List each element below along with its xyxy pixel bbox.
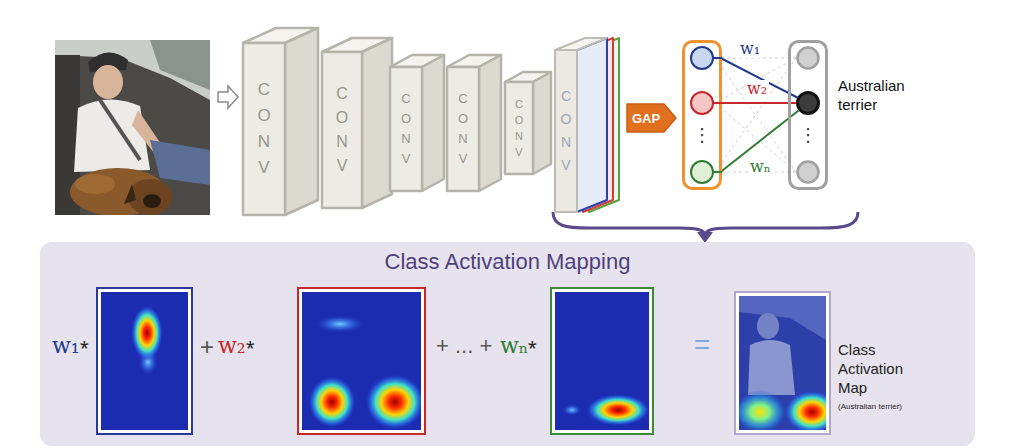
formula-label: (Australian terrier) bbox=[838, 402, 902, 412]
input-photo bbox=[55, 40, 210, 215]
heatmap-1 bbox=[97, 288, 192, 434]
layer-label: CONV bbox=[457, 89, 470, 169]
layer-label: CONV bbox=[256, 77, 273, 181]
conv-layer: CONV bbox=[243, 28, 318, 215]
gap-feature-vector: ⋮ bbox=[682, 40, 722, 190]
layer-label-box: CONV bbox=[243, 43, 285, 215]
weight-label-box: wₙ bbox=[748, 158, 773, 176]
weight-label: w₁ bbox=[738, 40, 762, 58]
layer-label-box: CONV bbox=[322, 52, 362, 208]
panel-title: Class Activation Mapping bbox=[40, 248, 975, 276]
formula-label-box: (Australian terrier) bbox=[838, 402, 902, 412]
formula-label: Class Activation Map bbox=[838, 340, 918, 397]
node-outline bbox=[390, 55, 444, 191]
formula-label-box: * bbox=[528, 336, 537, 362]
conv-layer: CONV bbox=[505, 72, 551, 174]
output-layer: ⋮ Australian terrier bbox=[788, 40, 828, 190]
class-label: Australian terrier bbox=[838, 76, 922, 114]
layer-label: CONV bbox=[334, 82, 350, 178]
formula-label-box: * bbox=[246, 336, 255, 362]
conv-layer: CONV bbox=[390, 55, 444, 191]
class-label-box: Australian terrier bbox=[838, 76, 922, 114]
weight-label-box: w₂ bbox=[745, 80, 769, 98]
formula-label-box: Class Activation Map bbox=[838, 340, 918, 397]
ellipsis: ⋮ bbox=[682, 124, 722, 146]
node-outline bbox=[447, 55, 501, 191]
heatmap-2 bbox=[298, 288, 425, 434]
weight-connection bbox=[721, 102, 797, 104]
input-arrow bbox=[218, 86, 238, 108]
ellipsis: ⋮ bbox=[788, 124, 828, 146]
formula-label: * bbox=[528, 336, 537, 362]
formula-label-box: * bbox=[80, 336, 89, 362]
heatmaps bbox=[97, 288, 840, 434]
formula-label-box: w₂ bbox=[218, 333, 246, 359]
formula-label-box: w₁ bbox=[52, 333, 80, 359]
formula-label: + bbox=[200, 333, 214, 362]
weight-label: wₙ bbox=[748, 158, 773, 176]
layer-label-box: CONV bbox=[390, 67, 422, 191]
bracket-arrow bbox=[553, 212, 858, 243]
formula-label-box: wₙ bbox=[500, 333, 528, 359]
formula-label: * bbox=[80, 336, 89, 362]
layer-label-box: CONV bbox=[555, 50, 577, 212]
node-outline bbox=[788, 40, 828, 190]
gap-arrow: GAP bbox=[627, 103, 677, 133]
panel-title-box: Class Activation Mapping bbox=[40, 248, 975, 276]
formula-label-box: + ... + bbox=[436, 333, 492, 359]
formula-label-box: + bbox=[200, 333, 214, 362]
node-outline bbox=[796, 91, 820, 115]
layer-label-box: CONV bbox=[447, 67, 479, 191]
node-outline bbox=[243, 28, 318, 215]
class-unit: Australian terrier bbox=[796, 91, 820, 115]
conv-layer: CONV bbox=[322, 38, 392, 208]
formula-label: * bbox=[246, 336, 255, 362]
class-activation-map bbox=[732, 292, 840, 434]
formula-label-box: = bbox=[694, 328, 710, 362]
conv-layer: CONV bbox=[447, 55, 501, 191]
weight-label-box: w₁ bbox=[738, 40, 762, 58]
formula-label: w₂ bbox=[218, 333, 246, 359]
weight-label: w₂ bbox=[745, 80, 769, 98]
layer-label: CONV bbox=[559, 85, 573, 177]
layer-label: CONV bbox=[514, 96, 525, 160]
weight-connection bbox=[721, 58, 798, 98]
node-outline bbox=[682, 40, 722, 190]
formula-label: w₁ bbox=[52, 333, 80, 359]
layer-label: CONV bbox=[400, 89, 413, 169]
gap-label-box: GAP bbox=[627, 103, 665, 133]
node-outline bbox=[505, 72, 551, 174]
layer-label-box: CONV bbox=[505, 82, 533, 174]
formula-label: + ... + bbox=[436, 333, 492, 359]
formula-label: wₙ bbox=[500, 333, 528, 359]
ellipsis-box: ⋮ bbox=[788, 124, 828, 146]
feature-maps: CONV bbox=[555, 38, 619, 212]
gap-label: GAP bbox=[632, 111, 660, 126]
ellipsis-box: ⋮ bbox=[682, 124, 722, 146]
node-outline bbox=[322, 38, 392, 208]
formula-label: = bbox=[694, 328, 710, 362]
heatmap-n bbox=[551, 288, 653, 434]
